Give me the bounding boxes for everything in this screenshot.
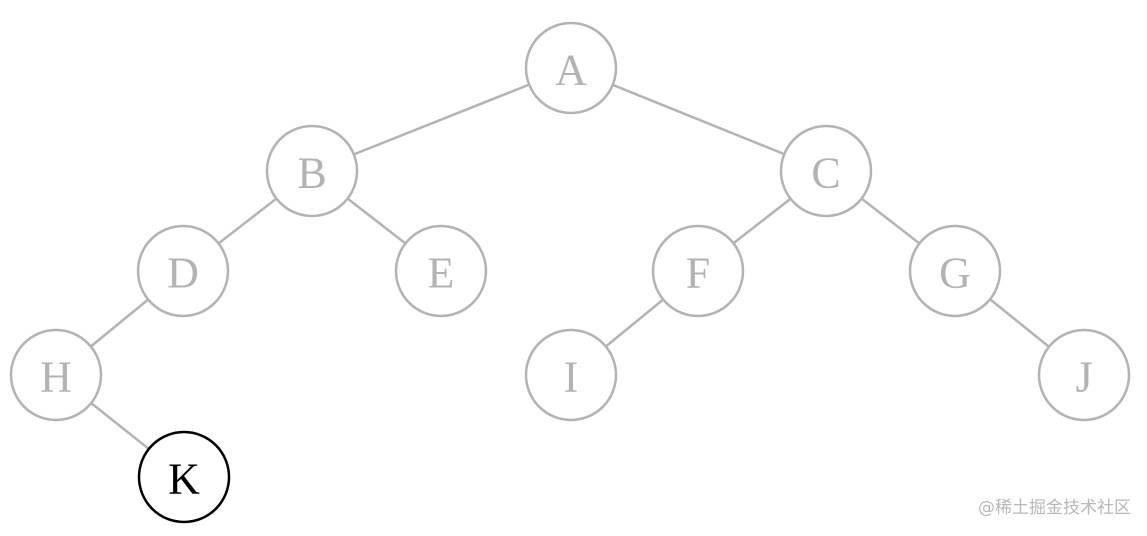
node-label: C — [811, 149, 840, 198]
edges-layer — [90, 83, 1050, 450]
node-label: K — [168, 455, 200, 504]
edge-f-i — [605, 298, 664, 348]
edge-a-c — [612, 83, 785, 156]
edge-h-k — [90, 402, 150, 450]
node-circle — [524, 21, 618, 115]
edge-g-j — [989, 298, 1050, 348]
tree-node-e: E — [394, 224, 488, 318]
node-circle — [394, 224, 488, 318]
tree-node-g: G — [908, 224, 1002, 318]
node-circle — [136, 224, 230, 318]
node-label: I — [564, 353, 579, 402]
edge-c-f — [732, 197, 792, 245]
node-label: B — [297, 149, 326, 198]
nodes-layer: A B C D E F G H I J K — [9, 21, 1131, 524]
edge-b-d — [217, 197, 278, 245]
node-circle — [651, 224, 745, 318]
edge-d-h — [90, 298, 149, 348]
node-label: J — [1075, 353, 1092, 402]
tree-node-i: I — [524, 328, 618, 422]
tree-node-h: H — [9, 328, 103, 422]
node-label: H — [40, 353, 72, 402]
node-label: G — [939, 249, 971, 298]
node-label: E — [428, 249, 455, 298]
node-circle — [779, 124, 873, 218]
edge-b-e — [346, 197, 407, 245]
tree-node-j: J — [1037, 328, 1131, 422]
node-circle — [137, 430, 231, 524]
node-circle — [1037, 328, 1131, 422]
tree-node-c: C — [779, 124, 873, 218]
node-label: F — [686, 249, 710, 298]
tree-node-f: F — [651, 224, 745, 318]
node-label: A — [555, 46, 587, 95]
tree-node-k: K — [137, 430, 231, 524]
node-circle — [524, 328, 618, 422]
tree-node-b: B — [265, 124, 359, 218]
node-circle — [9, 328, 103, 422]
tree-node-d: D — [136, 224, 230, 318]
tree-node-a: A — [524, 21, 618, 115]
edge-c-g — [860, 197, 921, 245]
watermark-text: @稀土掘金技术社区 — [978, 498, 1131, 518]
node-circle — [908, 224, 1002, 318]
node-label: D — [167, 249, 199, 298]
node-circle — [265, 124, 359, 218]
edge-a-b — [353, 83, 530, 156]
